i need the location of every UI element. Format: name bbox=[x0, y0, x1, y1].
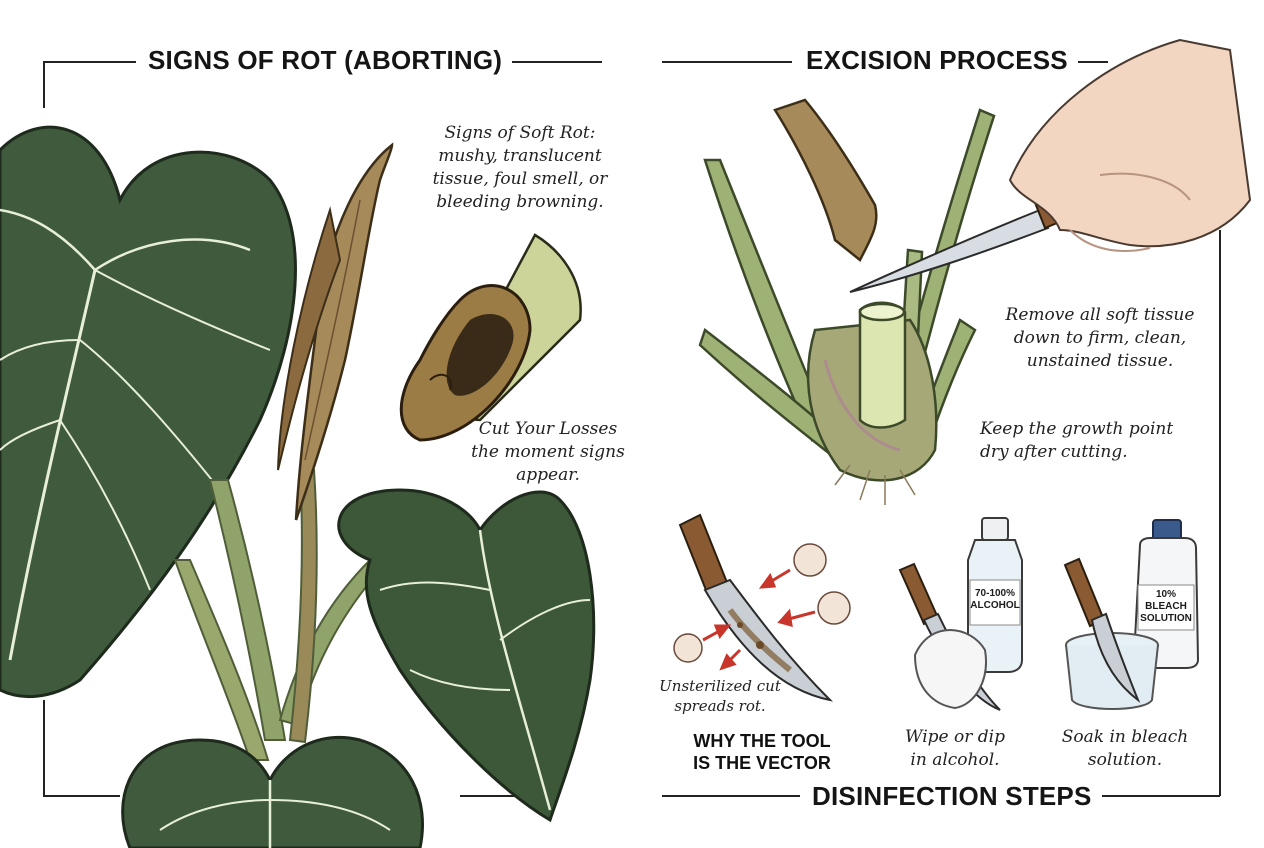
remove-tissue-note: Remove all soft tissue down to firm, cle… bbox=[1000, 304, 1200, 373]
bleach-label: 10% BLEACH SOLUTION bbox=[1138, 589, 1194, 625]
heart-leaf-icon bbox=[337, 488, 596, 823]
remove-tissue-line-2: down to firm, clean, bbox=[1013, 328, 1187, 348]
wipe-knife-icon bbox=[898, 562, 1001, 711]
wipe-note: Wipe or dip in alcohol. bbox=[890, 726, 1020, 772]
cut-losses-line-3: appear. bbox=[516, 465, 580, 485]
soft-rot-line-2: mushy, translucent bbox=[438, 146, 602, 166]
unsterilized-line-2: spreads rot. bbox=[674, 697, 766, 715]
soak-line-1: Soak in bleach bbox=[1061, 727, 1189, 747]
vector-caption: WHY THE TOOL IS THE VECTOR bbox=[672, 730, 852, 774]
bleach-bottle-icon bbox=[1132, 519, 1200, 669]
wipe-line-1: Wipe or dip bbox=[905, 727, 1005, 747]
bacteria-icon bbox=[673, 543, 851, 663]
keep-dry-line-1: Keep the growth point bbox=[980, 419, 1174, 439]
unsterilized-note: Unsterilized cut spreads rot. bbox=[640, 676, 800, 716]
rot-heading: SIGNS OF ROT (ABORTING) bbox=[138, 45, 513, 76]
bleach-bowl-icon bbox=[1063, 557, 1159, 710]
frame-lines bbox=[43, 61, 1221, 797]
soft-rot-note: Signs of Soft Rot: mushy, translucent ti… bbox=[420, 122, 620, 214]
hand-knife-icon bbox=[849, 38, 1252, 293]
alcohol-label-line-1: 70-100% bbox=[974, 588, 1016, 599]
aborted-leaf-icon bbox=[277, 142, 394, 521]
cut-losses-note: Cut Your Losses the moment signs appear. bbox=[468, 418, 628, 487]
keep-dry-line-2: dry after cutting. bbox=[980, 442, 1128, 462]
dirty-knife-icon bbox=[678, 513, 834, 702]
cut-losses-line-2: the moment signs bbox=[471, 442, 625, 462]
excision-plant-icon bbox=[698, 98, 996, 505]
remove-tissue-line-3: unstained tissue. bbox=[1026, 351, 1174, 371]
bleach-label-line-3: SOLUTION bbox=[1140, 613, 1192, 624]
large-leaf-icon bbox=[0, 125, 297, 699]
disinfection-heading: DISINFECTION STEPS bbox=[802, 781, 1102, 812]
soft-rot-line-1: Signs of Soft Rot: bbox=[444, 123, 596, 143]
bleach-label-line-1: 10% bbox=[1155, 589, 1176, 600]
remove-tissue-line-1: Remove all soft tissue bbox=[1005, 305, 1195, 325]
wipe-line-2: in alcohol. bbox=[910, 750, 1000, 770]
alcohol-bottle-icon bbox=[967, 517, 1023, 673]
vector-caption-line-1: WHY THE TOOL bbox=[693, 731, 831, 751]
vector-caption-line-2: IS THE VECTOR bbox=[693, 753, 831, 773]
small-leaves-icon bbox=[121, 735, 424, 848]
excision-heading: EXCISION PROCESS bbox=[796, 45, 1078, 76]
keep-dry-note: Keep the growth point dry after cutting. bbox=[980, 418, 1190, 464]
unsterilized-line-1: Unsterilized cut bbox=[659, 677, 781, 695]
soft-rot-line-3: tissue, foul smell, or bbox=[432, 169, 608, 189]
soak-note: Soak in bleach solution. bbox=[1055, 726, 1195, 772]
rotting-stem-icon bbox=[399, 233, 582, 442]
cut-losses-line-1: Cut Your Losses bbox=[478, 419, 618, 439]
red-arrows-icon bbox=[702, 568, 816, 671]
alcohol-label: 70-100% ALCOHOL bbox=[970, 588, 1020, 612]
alcohol-label-line-2: ALCOHOL bbox=[970, 600, 1020, 611]
soft-rot-line-4: bleeding browning. bbox=[436, 192, 604, 212]
bleach-label-line-2: BLEACH bbox=[1145, 601, 1187, 612]
soak-line-2: solution. bbox=[1087, 750, 1163, 770]
